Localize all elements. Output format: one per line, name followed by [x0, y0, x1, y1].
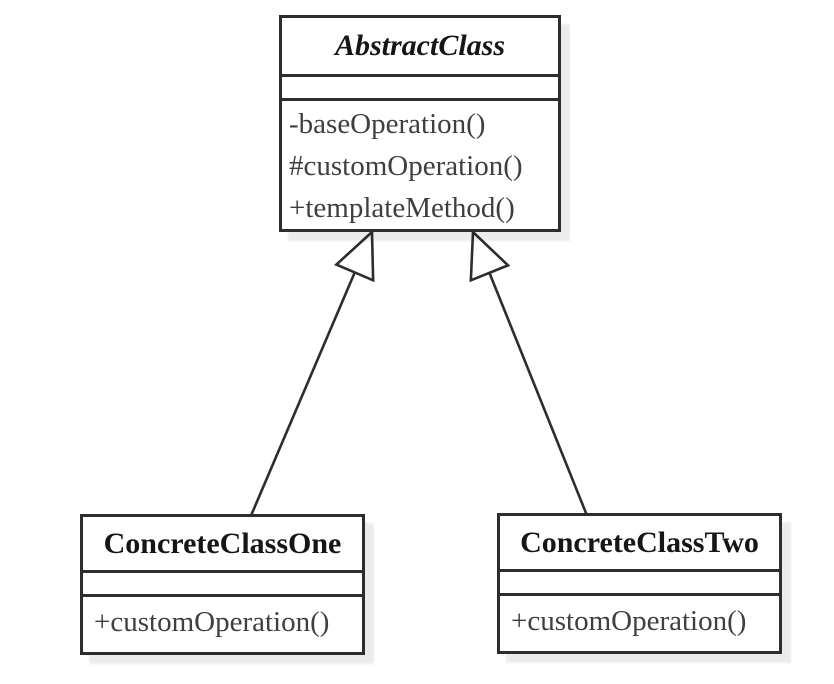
attributes-compartment-concreteclassone — [83, 573, 362, 597]
class-box-abstractclass: AbstractClass -baseOperation() #customOp… — [279, 15, 561, 232]
method-template-method: +templateMethod() — [289, 192, 515, 224]
method-custom-operation-two: +customOperation() — [511, 605, 747, 637]
method-custom-operation-one: +customOperation() — [94, 606, 330, 638]
class-title-concreteclassone: ConcreteClassOne — [83, 517, 362, 573]
method-custom-operation-abstract: #customOperation() — [289, 150, 523, 182]
methods-compartment-concreteclassone: +customOperation() — [83, 597, 362, 647]
class-title-concreteclasstwo: ConcreteClassTwo — [500, 516, 779, 572]
attributes-compartment-concreteclasstwo — [500, 572, 779, 596]
class-box-concreteclasstwo: ConcreteClassTwo +customOperation() — [497, 513, 782, 654]
methods-compartment-abstractclass: -baseOperation() #customOperation() +tem… — [282, 101, 558, 229]
class-box-concreteclassone: ConcreteClassOne +customOperation() — [80, 514, 365, 655]
methods-compartment-concreteclasstwo: +customOperation() — [500, 596, 779, 646]
generalization-line-one-to-abstract — [248, 232, 372, 519]
generalization-line-two-to-abstract — [473, 232, 590, 519]
method-base-operation: -baseOperation() — [289, 108, 486, 140]
class-title-abstractclass: AbstractClass — [282, 18, 558, 77]
attributes-compartment-abstractclass — [282, 77, 558, 101]
